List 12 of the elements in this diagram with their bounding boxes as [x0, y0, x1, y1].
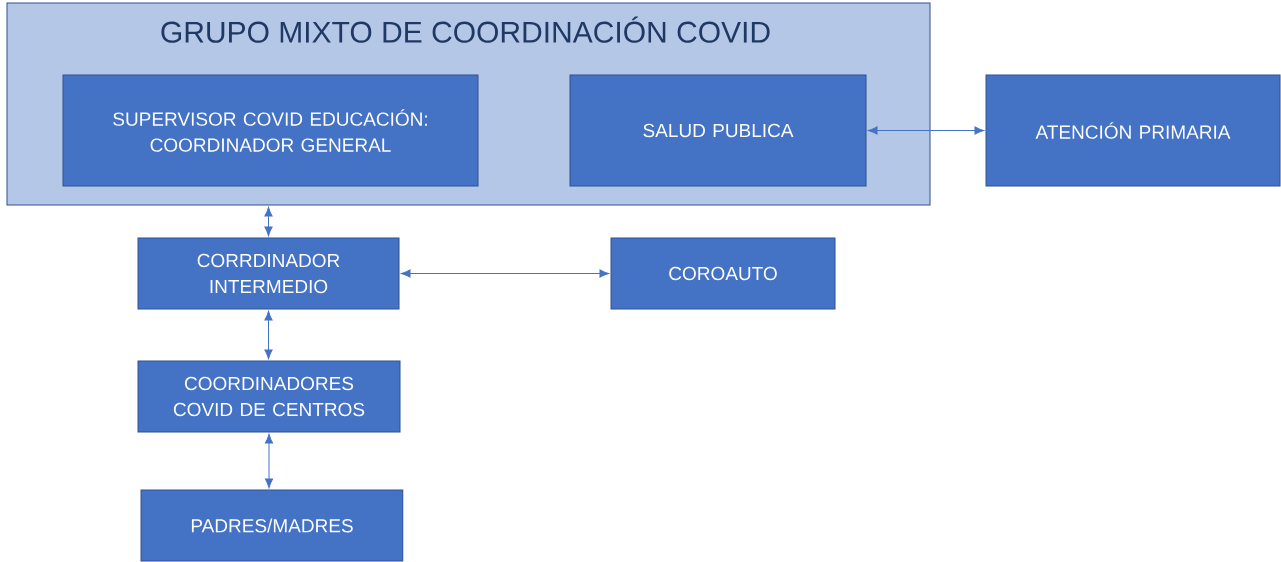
- arrow: [264, 206, 273, 237]
- arrow: [400, 269, 610, 278]
- arrow: [264, 310, 273, 360]
- arrow: [264, 433, 274, 489]
- arrow: [867, 126, 985, 135]
- process-box: ATENCIÓN PRIMARIA: [985, 74, 1281, 187]
- process-box: SUPERVISOR COVID EDUCACIÓN: COORDINADOR GENERAL: [62, 74, 479, 187]
- process-box: SALUD PUBLICA: [569, 74, 867, 187]
- process-box: COROAUTO: [610, 237, 836, 310]
- process-box: PADRES/MADRES: [140, 489, 404, 562]
- process-box: COORDINADORES COVID DE CENTROS: [137, 360, 401, 433]
- process-box: CORRDINADOR INTERMEDIO: [137, 237, 400, 310]
